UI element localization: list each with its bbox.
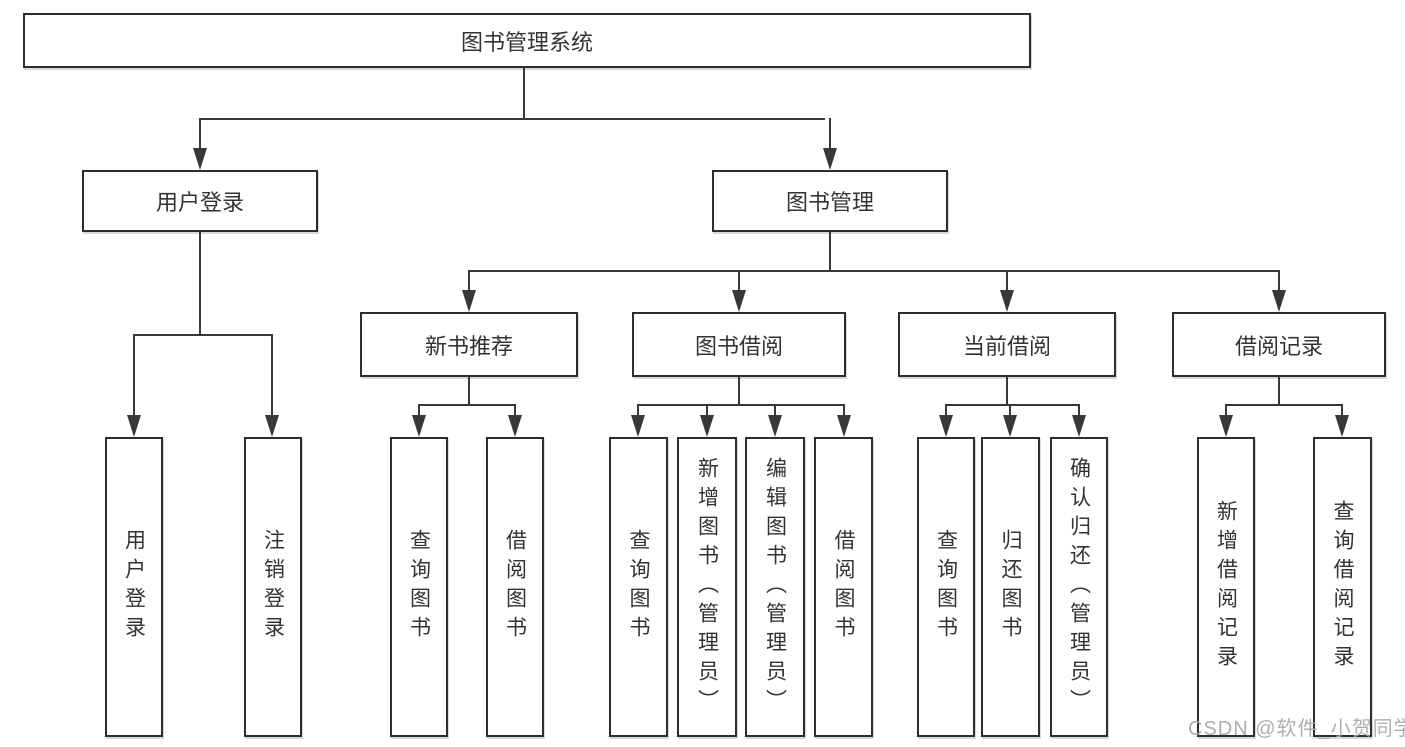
arrow-down-icon bbox=[631, 415, 645, 437]
leaf-query-borrow-record: 查询借阅记录 bbox=[1313, 437, 1372, 737]
leaf-user-login: 用户登录 bbox=[105, 437, 163, 737]
node-user-login-label: 用户登录 bbox=[155, 190, 244, 215]
csdn-watermark: CSDN @软件_小贺同学 bbox=[1188, 718, 1405, 740]
node-new-book-recommend: 新书推荐 bbox=[360, 312, 578, 377]
connector-line bbox=[133, 334, 273, 336]
connector-line bbox=[1078, 404, 1080, 417]
connector-line bbox=[1009, 404, 1011, 417]
arrow-down-icon bbox=[1335, 415, 1349, 437]
leaf-add-book-admin-label: 新增图书（管理员） bbox=[695, 456, 719, 718]
connector-line bbox=[637, 404, 639, 417]
leaf-return-book-label: 归还图书 bbox=[999, 529, 1022, 645]
connector-line bbox=[945, 404, 1080, 406]
arrow-down-icon bbox=[768, 415, 782, 437]
arrow-down-icon bbox=[700, 415, 714, 437]
leaf-logout: 注销登录 bbox=[244, 437, 302, 737]
connector-line bbox=[133, 334, 135, 417]
arrow-down-icon bbox=[412, 415, 426, 437]
connector-line bbox=[514, 404, 516, 417]
node-library-system-label: 图书管理系统 bbox=[460, 29, 593, 55]
connector-line bbox=[829, 118, 831, 150]
leaf-user-login-label: 用户登录 bbox=[122, 529, 146, 645]
connector-line bbox=[523, 68, 525, 120]
connector-line bbox=[843, 404, 845, 417]
connector-line bbox=[945, 404, 947, 417]
node-book-management-label: 图书管理 bbox=[785, 190, 874, 215]
leaf-query-books-recommend: 查询图书 bbox=[390, 437, 448, 737]
leaf-borrow-books: 借阅图书 bbox=[814, 437, 873, 737]
node-book-management: 图书管理 bbox=[712, 170, 948, 232]
arrow-down-icon bbox=[1003, 415, 1017, 437]
arrow-down-icon bbox=[265, 415, 279, 437]
leaf-return-book: 归还图书 bbox=[981, 437, 1040, 737]
leaf-query-books-current-label: 查询图书 bbox=[934, 529, 958, 645]
leaf-confirm-return-admin-label: 确认归还（管理员） bbox=[1067, 456, 1091, 718]
connector-line bbox=[774, 404, 776, 417]
connector-line bbox=[1006, 377, 1008, 406]
leaf-borrow-books-label: 借阅图书 bbox=[832, 529, 855, 645]
arrow-down-icon bbox=[1072, 415, 1086, 437]
leaf-edit-book-admin: 编辑图书（管理员） bbox=[745, 437, 805, 737]
leaf-add-book-admin: 新增图书（管理员） bbox=[677, 437, 737, 737]
connector-line bbox=[637, 404, 845, 406]
connector-line bbox=[468, 270, 1280, 272]
connector-line bbox=[199, 118, 825, 120]
connector-line bbox=[706, 404, 708, 417]
arrow-down-icon bbox=[732, 290, 746, 312]
connector-line bbox=[1006, 270, 1008, 292]
node-borrowing-records: 借阅记录 bbox=[1172, 312, 1386, 377]
node-user-login: 用户登录 bbox=[82, 170, 318, 232]
arrow-down-icon bbox=[127, 415, 141, 437]
connector-line bbox=[199, 118, 201, 150]
connector-line bbox=[1341, 404, 1343, 417]
arrow-down-icon bbox=[462, 290, 476, 312]
node-book-borrowing-label: 图书借阅 bbox=[694, 333, 783, 359]
connector-line bbox=[1278, 270, 1280, 292]
connector-line bbox=[1225, 404, 1343, 406]
arrow-down-icon bbox=[823, 148, 837, 170]
connector-line bbox=[738, 377, 740, 406]
connector-line bbox=[418, 404, 516, 406]
arrow-down-icon bbox=[1219, 415, 1233, 437]
leaf-confirm-return-admin: 确认归还（管理员） bbox=[1050, 437, 1108, 737]
leaf-edit-book-admin-label: 编辑图书（管理员） bbox=[763, 456, 787, 718]
connector-line bbox=[1278, 377, 1280, 406]
leaf-query-books-borrowing-label: 查询图书 bbox=[627, 529, 650, 645]
leaf-logout-label: 注销登录 bbox=[261, 529, 285, 645]
leaf-add-borrow-record-label: 新增借阅记录 bbox=[1214, 500, 1238, 674]
leaf-query-books-current: 查询图书 bbox=[917, 437, 975, 737]
arrow-down-icon bbox=[1000, 290, 1014, 312]
arrow-down-icon bbox=[939, 415, 953, 437]
arrow-down-icon bbox=[1272, 290, 1286, 312]
node-borrowing-records-label: 借阅记录 bbox=[1234, 333, 1323, 359]
connector-line bbox=[1225, 404, 1227, 417]
connector-line bbox=[418, 404, 420, 417]
arrow-down-icon bbox=[508, 415, 522, 437]
node-current-borrowing-label: 当前借阅 bbox=[962, 333, 1051, 359]
arrow-down-icon bbox=[837, 415, 851, 437]
connector-line bbox=[829, 232, 831, 272]
node-book-borrowing: 图书借阅 bbox=[632, 312, 846, 377]
node-new-book-recommend-label: 新书推荐 bbox=[424, 333, 513, 359]
node-library-system: 图书管理系统 bbox=[23, 13, 1031, 68]
leaf-borrow-books-recommend-label: 借阅图书 bbox=[503, 529, 527, 645]
connector-line bbox=[468, 377, 470, 406]
leaf-add-borrow-record: 新增借阅记录 bbox=[1197, 437, 1255, 737]
leaf-borrow-books-recommend: 借阅图书 bbox=[486, 437, 544, 737]
leaf-query-books-borrowing: 查询图书 bbox=[609, 437, 668, 737]
connector-line bbox=[199, 232, 201, 336]
node-current-borrowing: 当前借阅 bbox=[898, 312, 1116, 377]
leaf-query-books-recommend-label: 查询图书 bbox=[407, 529, 431, 645]
arrow-down-icon bbox=[193, 148, 207, 170]
connector-line bbox=[271, 334, 273, 417]
connector-line bbox=[738, 270, 740, 292]
connector-line bbox=[468, 270, 470, 292]
leaf-query-borrow-record-label: 查询借阅记录 bbox=[1331, 500, 1354, 674]
